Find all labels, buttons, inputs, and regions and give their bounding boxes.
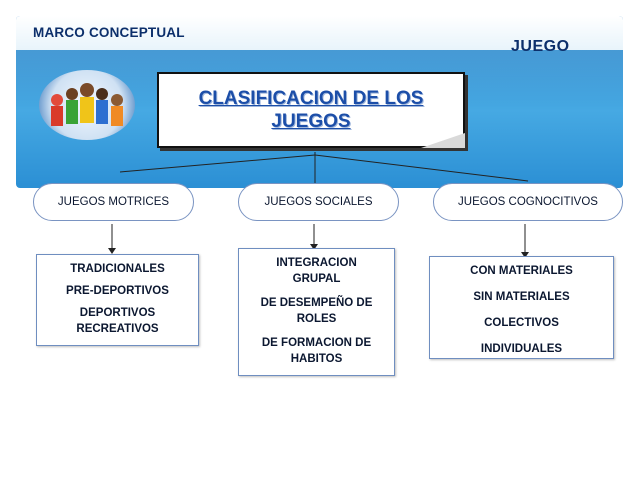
- subtype-item: PRE-DEPORTIVOS: [66, 285, 169, 297]
- title-box-fold: [421, 133, 465, 148]
- header-band: [16, 16, 623, 50]
- category-label: JUEGOS SOCIALES: [264, 196, 373, 208]
- title-box: CLASIFICACION DE LOS JUEGOS: [157, 72, 465, 148]
- sociales-subtypes-box: INTEGRACION GRUPAL DE DESEMPEÑO DE ROLES…: [238, 248, 395, 376]
- subtype-item: DEPORTIVOS RECREATIVOS: [76, 307, 159, 335]
- subtype-item: TRADICIONALES: [70, 263, 165, 275]
- subtype-item: CON MATERIALES: [470, 265, 573, 277]
- motrices-subtypes-box: TRADICIONALES PRE-DEPORTIVOS DEPORTIVOS …: [36, 254, 199, 346]
- subtype-item: DE FORMACION DE HABITOS: [261, 337, 372, 365]
- section-label: MARCO CONCEPTUAL: [33, 25, 185, 40]
- category-label: JUEGOS COGNOCITIVOS: [458, 196, 598, 208]
- cognocitivos-subtypes-box: CON MATERIALES SIN MATERIALES COLECTIVOS…: [429, 256, 614, 359]
- category-label: JUEGOS MOTRICES: [57, 196, 170, 208]
- topic-label: JUEGO: [511, 38, 570, 55]
- subtype-item: INDIVIDUALES: [480, 343, 563, 355]
- subtype-item: INTEGRACION GRUPAL: [276, 257, 357, 285]
- diagram-title: CLASIFICACION DE LOS JUEGOS: [198, 88, 424, 132]
- category-juegos-motrices: JUEGOS MOTRICES: [33, 183, 194, 221]
- subtype-item: COLECTIVOS: [484, 317, 559, 329]
- subtype-item: DE DESEMPEÑO DE ROLES: [260, 297, 373, 325]
- subtype-item: SIN MATERIALES: [473, 291, 570, 303]
- category-juegos-sociales: JUEGOS SOCIALES: [238, 183, 399, 221]
- category-juegos-cognocitivos: JUEGOS COGNOCITIVOS: [433, 183, 623, 221]
- children-photo: [39, 70, 135, 140]
